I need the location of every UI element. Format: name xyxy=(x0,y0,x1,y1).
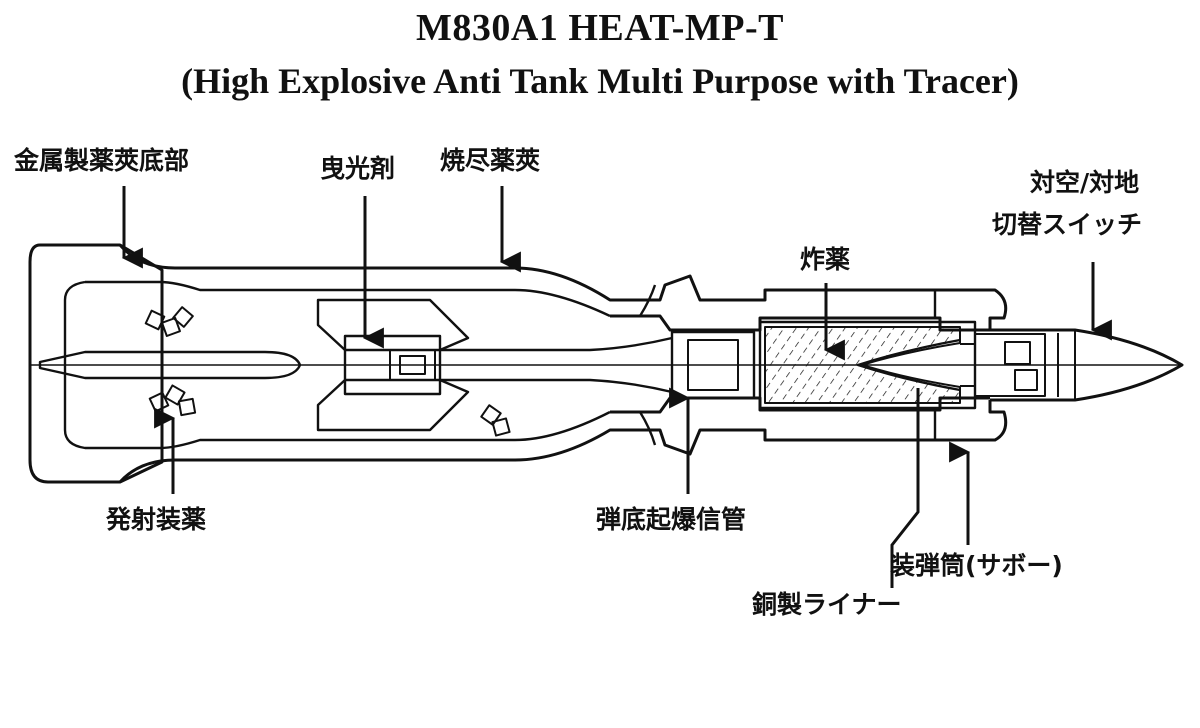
fin-top xyxy=(316,298,470,352)
case-inner-wall xyxy=(63,280,611,450)
label-switch-line1: 対空/対地 xyxy=(1030,168,1140,197)
diagram-title: M830A1 HEAT-MP-T xyxy=(416,7,784,49)
case-inner-wall-top xyxy=(85,280,611,318)
tail-boom xyxy=(440,336,673,394)
label-switch-line2: 切替スイッチ xyxy=(992,210,1143,239)
fin-bottom xyxy=(316,378,470,432)
label-sabot: 装弾筒(サボー) xyxy=(890,551,1063,580)
case-base-outline xyxy=(28,243,164,484)
label-tracer: 曳光剤 xyxy=(320,154,396,183)
case-outer-wall xyxy=(118,244,1008,330)
label-copper-liner: 銅製ライナー xyxy=(752,590,902,619)
label-base-fuze: 弾底起爆信管 xyxy=(596,505,747,534)
propellant-grains xyxy=(144,306,511,437)
label-explosive: 炸薬 xyxy=(800,245,851,274)
label-metal-case-base: 金属製薬莢底部 xyxy=(14,146,190,175)
diagram-subtitle: (High Explosive Anti Tank Multi Purpose … xyxy=(181,61,1019,101)
label-propellant: 発射装薬 xyxy=(106,505,207,534)
case-outer-wall-bottom xyxy=(118,400,1008,484)
leader-copper-liner xyxy=(890,388,920,588)
label-combustible-case: 焼尽薬莢 xyxy=(440,146,541,175)
